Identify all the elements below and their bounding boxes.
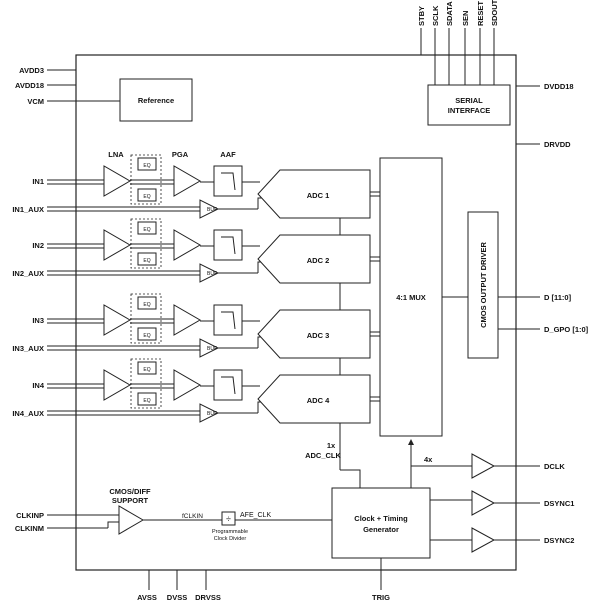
pin-in2: IN2 bbox=[32, 241, 44, 250]
lna-label: LNA bbox=[108, 150, 124, 159]
eq-3a-label: EQ bbox=[143, 302, 150, 308]
pin-d-gpo: D_GPO [1:0] bbox=[544, 325, 589, 334]
cmos-output-driver-block bbox=[467, 211, 499, 359]
eq-2b-label: EQ bbox=[143, 258, 150, 264]
mux-block bbox=[379, 157, 443, 437]
mux-label: 4:1 MUX bbox=[396, 293, 426, 302]
pin-sdata: SDATA bbox=[445, 1, 454, 26]
pga-label: PGA bbox=[172, 150, 189, 159]
pin-dsync1: DSYNC1 bbox=[544, 499, 574, 508]
top-pins: STBY SCLK SDATA SEN RESET SDOUT bbox=[417, 0, 499, 85]
channel-4 bbox=[47, 358, 262, 423]
pin-sclk: SCLK bbox=[431, 5, 440, 26]
eq-2a-label: EQ bbox=[143, 227, 150, 233]
prog-divider-label-1: Programmable bbox=[212, 529, 248, 535]
reference-block bbox=[119, 78, 193, 122]
pin-sdout: SDOUT bbox=[490, 0, 499, 26]
adc-1-label: ADC 1 bbox=[307, 191, 330, 200]
cmos-diff-label-1: CMOS/DIFF bbox=[109, 487, 151, 496]
serial-interface-block bbox=[427, 84, 511, 126]
clock-input-path bbox=[47, 505, 332, 535]
serial-interface-label-2: INTERFACE bbox=[448, 106, 491, 115]
eq-4a-label: EQ bbox=[143, 367, 150, 373]
clock-timing-generator-block bbox=[331, 487, 431, 559]
pin-stby: STBY bbox=[417, 6, 426, 26]
buf-3-label: BUF bbox=[207, 346, 217, 352]
pin-in4: IN4 bbox=[32, 381, 45, 390]
channel-2 bbox=[47, 218, 262, 283]
div-symbol: ÷ bbox=[226, 514, 231, 524]
buf-4-label: BUF bbox=[207, 411, 217, 417]
eq-1a-label: EQ bbox=[143, 163, 150, 169]
output-buffers bbox=[430, 453, 540, 553]
buf-1-label: BUF bbox=[207, 207, 217, 213]
channel-1 bbox=[47, 154, 262, 219]
pin-avdd3: AVDD3 bbox=[19, 66, 44, 75]
adc-4-label: ADC 4 bbox=[307, 396, 330, 405]
eq-4b-label: EQ bbox=[143, 398, 150, 404]
four-x-label: 4x bbox=[424, 455, 433, 464]
pin-in3: IN3 bbox=[32, 316, 44, 325]
left-supply-pins: AVDD3 AVDD18 VCM bbox=[15, 66, 120, 106]
adc-3-label: ADC 3 bbox=[307, 331, 330, 340]
pin-clkinp: CLKINP bbox=[16, 511, 44, 520]
pin-trig: TRIG bbox=[372, 593, 390, 602]
adc-clk-label: ADC_CLK bbox=[305, 451, 341, 460]
pin-dvdd18: DVDD18 bbox=[544, 82, 574, 91]
channel-3 bbox=[47, 293, 262, 358]
pin-avdd18: AVDD18 bbox=[15, 81, 44, 90]
bottom-pins bbox=[148, 558, 382, 590]
eq-1b-label: EQ bbox=[143, 194, 150, 200]
pin-sen: SEN bbox=[461, 11, 470, 26]
afe-clk-label: AFE_CLK bbox=[240, 512, 271, 519]
pin-in4-aux: IN4_AUX bbox=[12, 409, 44, 418]
prog-divider-label-2: Clock Divider bbox=[214, 536, 247, 542]
reference-label: Reference bbox=[138, 96, 174, 105]
pin-in1-aux: IN1_AUX bbox=[12, 205, 44, 214]
adc-2-label: ADC 2 bbox=[307, 256, 330, 265]
buf-2-label: BUF bbox=[207, 271, 217, 277]
cmos-diff-label-2: SUPPORT bbox=[112, 496, 149, 505]
pin-in1: IN1 bbox=[32, 177, 44, 186]
fclkin-label: fCLKIN bbox=[182, 513, 203, 520]
serial-interface-label-1: SERIAL bbox=[455, 96, 483, 105]
pin-in3-aux: IN3_AUX bbox=[12, 344, 44, 353]
pin-dsync2: DSYNC2 bbox=[544, 536, 574, 545]
clock-gen-label-2: Generator bbox=[363, 525, 399, 534]
clock-gen-label-1: Clock + Timing bbox=[354, 514, 408, 523]
pin-dclk: DCLK bbox=[544, 462, 565, 471]
eq-3b-label: EQ bbox=[143, 333, 150, 339]
pin-avss: AVSS bbox=[137, 593, 157, 602]
pin-d: D [11:0] bbox=[544, 293, 572, 302]
pin-reset: RESET bbox=[476, 1, 485, 26]
cmos-output-driver-label: CMOS OUTPUT DRIVER bbox=[479, 242, 488, 328]
pin-clkinm: CLKINM bbox=[15, 524, 44, 533]
one-x-label: 1x bbox=[327, 441, 336, 450]
pin-in2-aux: IN2_AUX bbox=[12, 269, 44, 278]
pin-dvss: DVSS bbox=[167, 593, 187, 602]
pin-drvdd: DRVDD bbox=[544, 140, 571, 149]
adc-blocks bbox=[257, 169, 371, 424]
chip-outline bbox=[75, 54, 517, 571]
pin-vcm: VCM bbox=[27, 97, 44, 106]
pin-drvss: DRVSS bbox=[195, 593, 221, 602]
aaf-label: AAF bbox=[220, 150, 236, 159]
